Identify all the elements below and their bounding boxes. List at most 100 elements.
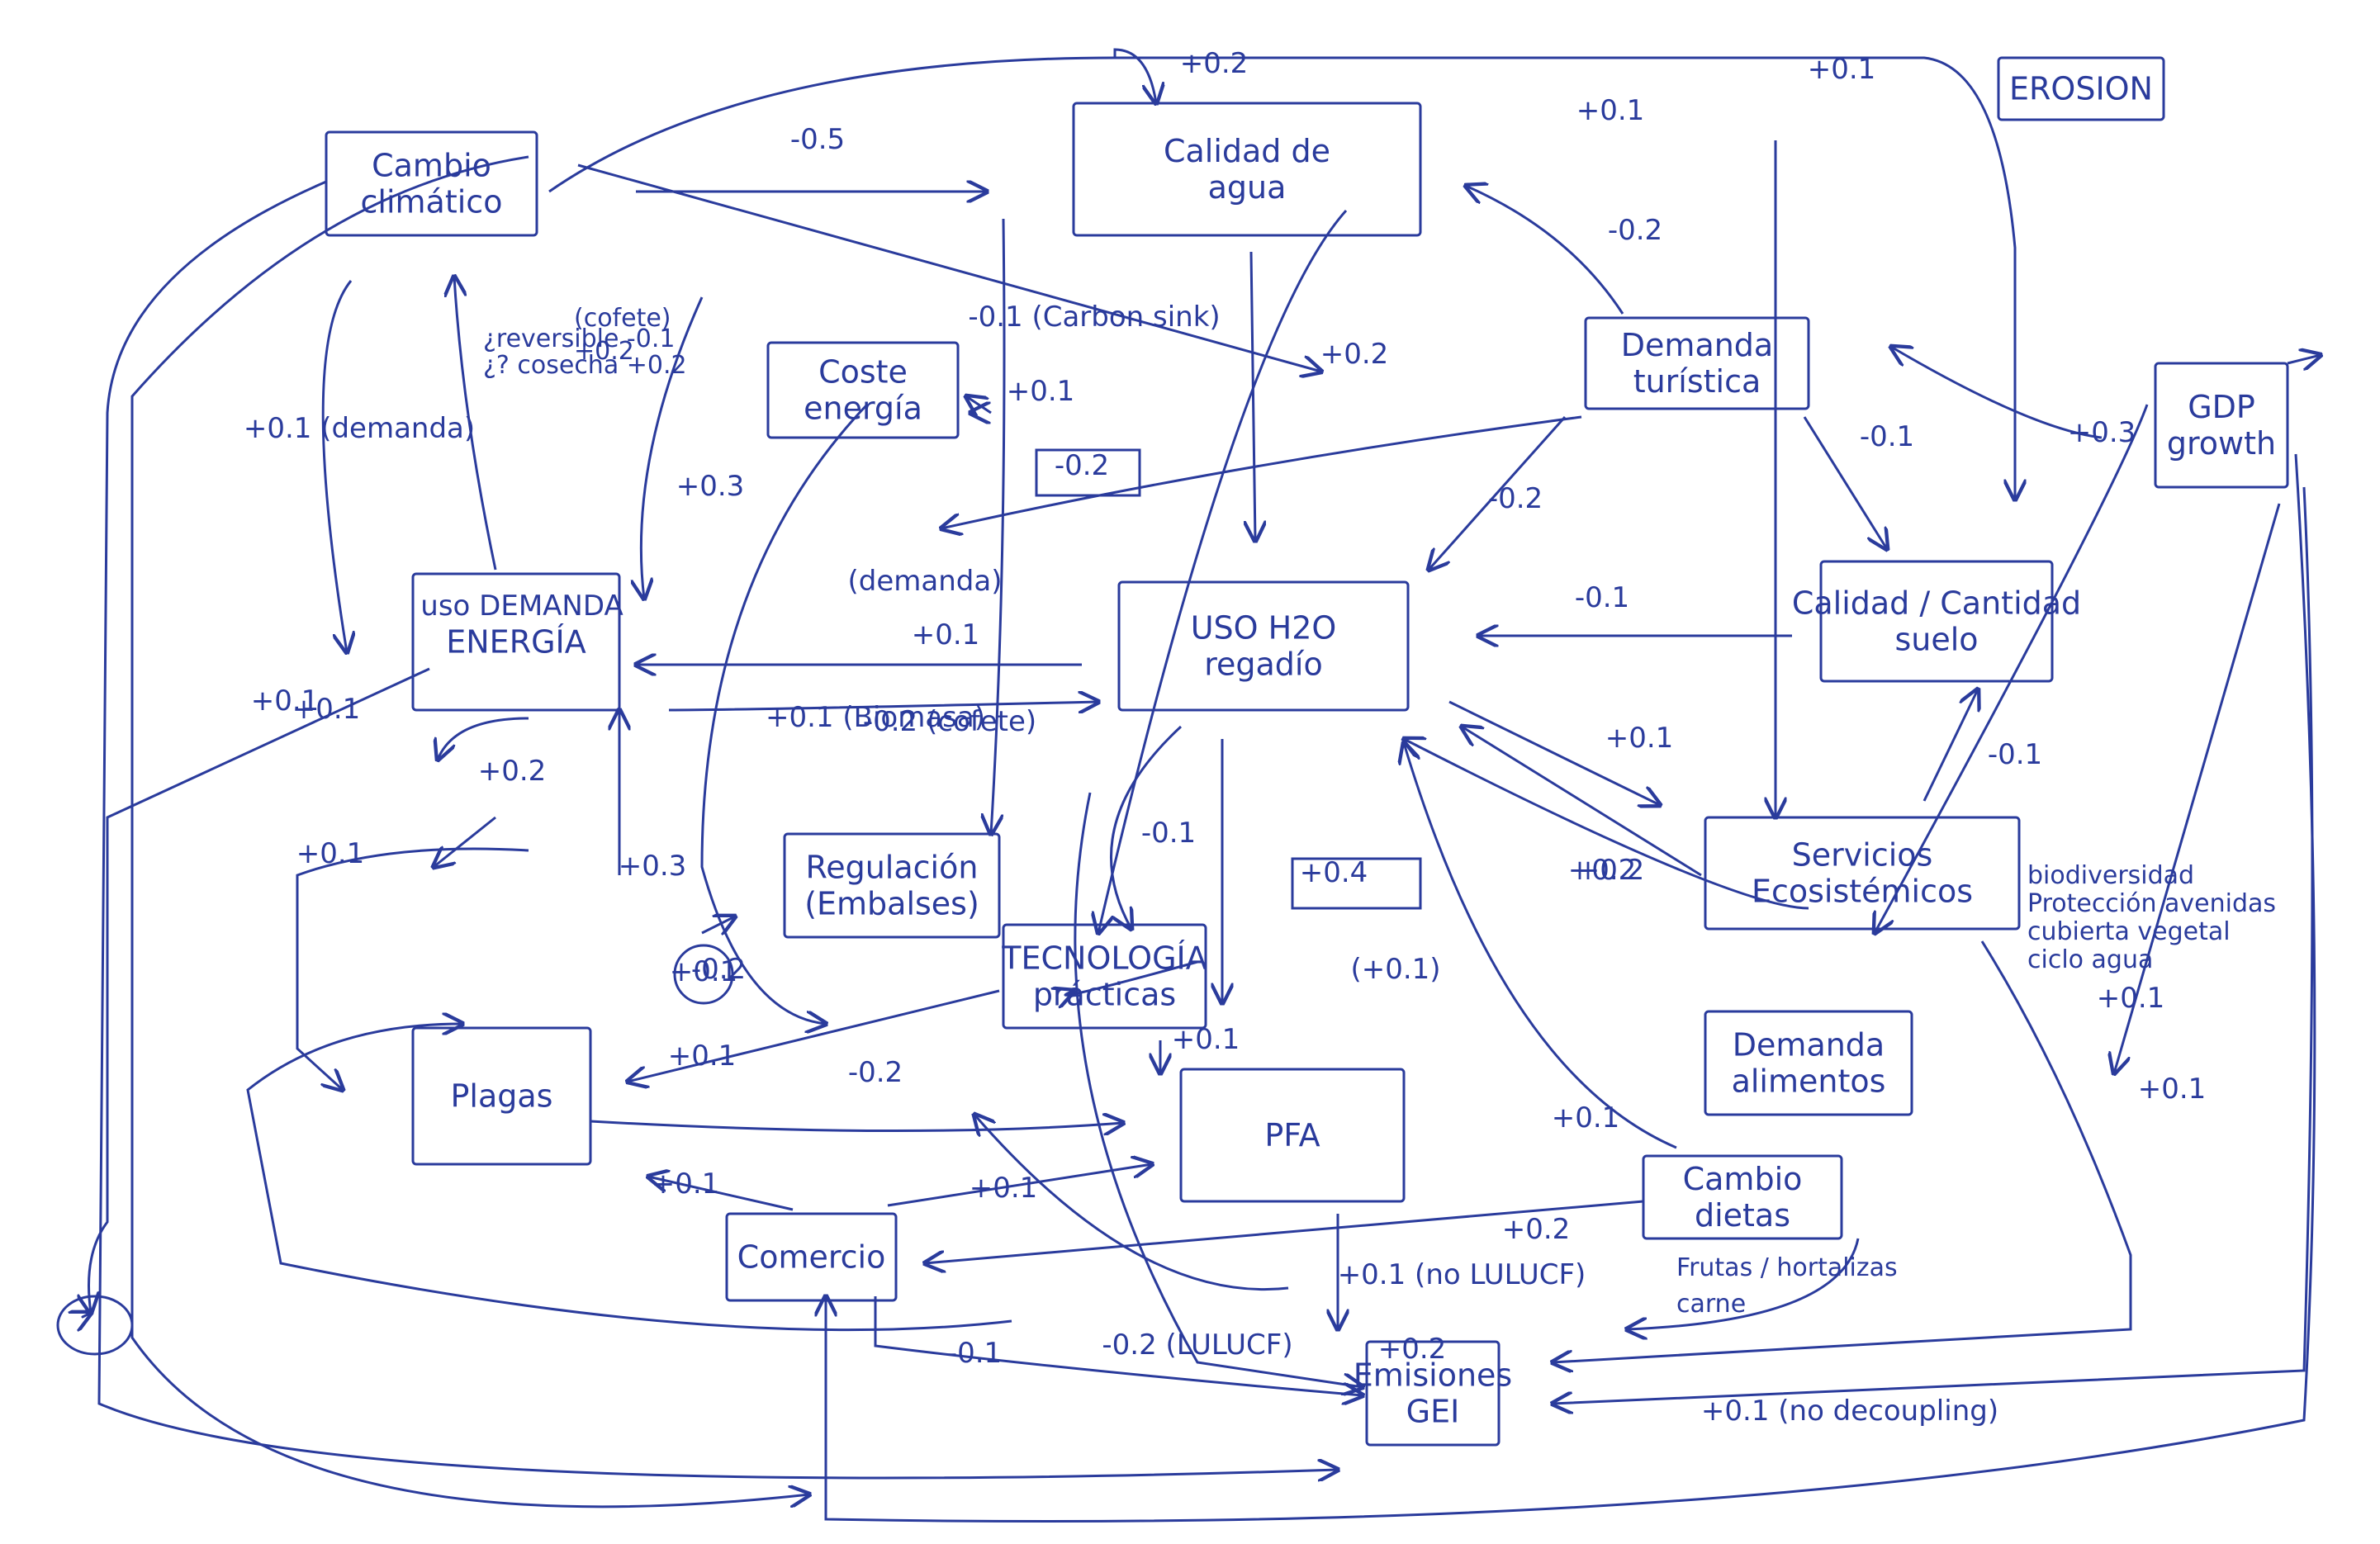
node-label: energía bbox=[804, 391, 922, 427]
node-label: Calidad / Cantidad bbox=[1792, 585, 2081, 622]
node-box bbox=[325, 130, 538, 237]
node-box bbox=[1584, 316, 1810, 410]
node-label: Calidad de bbox=[1164, 133, 1330, 169]
edge-arrow bbox=[1251, 251, 1255, 541]
edge-label: -0.5 bbox=[790, 123, 845, 156]
node-label: alimentos bbox=[1732, 1063, 1886, 1100]
node-box bbox=[411, 1026, 592, 1166]
edge-arrow bbox=[1448, 700, 1660, 805]
boxed-label-frame bbox=[1291, 857, 1422, 910]
note-line: +0.2 bbox=[574, 337, 634, 366]
edge-label: +0.3 bbox=[676, 470, 745, 503]
edge-label: +0.3 bbox=[619, 850, 687, 883]
edge-label: -0.2 (cofete) bbox=[863, 705, 1036, 738]
edge-label: +0.1 bbox=[1605, 722, 1674, 755]
edge-label: -0.2 bbox=[1608, 214, 1662, 247]
node-label: dietas bbox=[1695, 1197, 1790, 1234]
node-label: Cambio bbox=[1683, 1161, 1803, 1197]
edges-layer bbox=[56, 48, 2321, 1523]
edge-label: +0.1 (no decoupling) bbox=[1701, 1395, 1998, 1428]
node-box bbox=[411, 572, 621, 712]
edge-arrow bbox=[97, 180, 1338, 1478]
edge-arrow bbox=[1404, 739, 1809, 910]
edge-arrow bbox=[1098, 209, 1348, 933]
node-label: USO H2O bbox=[1191, 610, 1337, 646]
node-box bbox=[1117, 580, 1410, 712]
node-box bbox=[1002, 923, 1207, 1030]
node-label: Emisiones bbox=[1354, 1357, 1512, 1394]
node-label: Plagas bbox=[451, 1078, 553, 1115]
note-line: cubierta vegetal bbox=[2027, 917, 2231, 946]
edge-arrow bbox=[321, 280, 351, 652]
edge-label: -0.2 bbox=[691, 953, 746, 986]
edge-arrow bbox=[991, 218, 1006, 834]
node-label: regadío bbox=[1204, 646, 1323, 683]
edge-label: +0.1 bbox=[2097, 982, 2165, 1015]
node-label: turística bbox=[1633, 363, 1761, 400]
edge-label: +0.1 bbox=[1172, 1023, 1240, 1056]
edge-arrow bbox=[700, 403, 869, 1024]
edge-label: +0.1 bbox=[970, 1172, 1038, 1205]
node-label: TECNOLOGÍA bbox=[1001, 940, 1207, 977]
edge-label: +0.1 bbox=[292, 693, 361, 726]
edge-arrow bbox=[1113, 48, 1156, 103]
edge-arrow bbox=[925, 1200, 1644, 1263]
edge-arrow bbox=[941, 415, 1582, 528]
circled-annotation bbox=[56, 1295, 134, 1356]
edge-label: +0.2 bbox=[1320, 338, 1389, 371]
note-line: Protección avenidas bbox=[2027, 889, 2276, 918]
node-box bbox=[1365, 1340, 1501, 1447]
edge-arrow bbox=[454, 277, 497, 571]
edge-arrow bbox=[590, 1121, 1123, 1131]
edge-arrow bbox=[1891, 347, 2103, 439]
node-label: PFA bbox=[1264, 1117, 1320, 1153]
edge-arrow bbox=[1462, 727, 1702, 877]
edge-arrow bbox=[83, 1313, 91, 1317]
edge-label: +0.1 bbox=[1576, 94, 1645, 127]
edge-label: (+0.1) bbox=[1350, 953, 1440, 986]
edge-arrow bbox=[826, 453, 2316, 1523]
node-box bbox=[1642, 1154, 1843, 1240]
node-regulacion: Regulación(Embalses) bbox=[783, 832, 1001, 939]
node-label: Servicios bbox=[1792, 837, 1933, 874]
edge-arrow bbox=[1466, 186, 1624, 315]
edge-label: -0.1 bbox=[947, 1337, 1002, 1370]
node-box bbox=[1072, 102, 1422, 237]
node-comercio: Comercio bbox=[725, 1212, 898, 1302]
node-plagas: Plagas bbox=[411, 1026, 592, 1166]
edge-arrow bbox=[1553, 940, 2132, 1362]
edge-arrow bbox=[1074, 792, 1363, 1387]
note-line: (cofete) bbox=[574, 304, 671, 333]
edge-label: +0.1 (demanda) bbox=[244, 412, 475, 445]
node-box bbox=[725, 1212, 898, 1302]
notes-layer: ¿reversible -0.1¿? cosecha +0.2(cofete)+… bbox=[483, 304, 2276, 1319]
edge-label: +0.1 bbox=[2138, 1073, 2207, 1106]
edge-label: -0.1 bbox=[1575, 581, 1629, 614]
node-energia: ENERGÍA bbox=[411, 572, 621, 712]
edge-label: +0.1 bbox=[251, 684, 320, 718]
note-cofete-note: (cofete) +0.2 bbox=[574, 304, 671, 366]
node-label: agua bbox=[1208, 169, 1287, 206]
node-erosion: EROSION bbox=[1997, 56, 2165, 121]
edge-arrow bbox=[296, 847, 529, 1090]
edge-arrow bbox=[668, 702, 1098, 710]
edge-label: +0.1 bbox=[668, 1040, 737, 1073]
edge-arrow bbox=[874, 1296, 1363, 1395]
note-line: ¿reversible -0.1 bbox=[483, 324, 675, 353]
edge-label: +0.1 (Biomasa) bbox=[766, 701, 985, 734]
node-box bbox=[1179, 1068, 1406, 1203]
node-label: Comercio bbox=[737, 1239, 886, 1276]
note-line: carne bbox=[1676, 1290, 1746, 1319]
edge-arrow bbox=[246, 1024, 1012, 1332]
